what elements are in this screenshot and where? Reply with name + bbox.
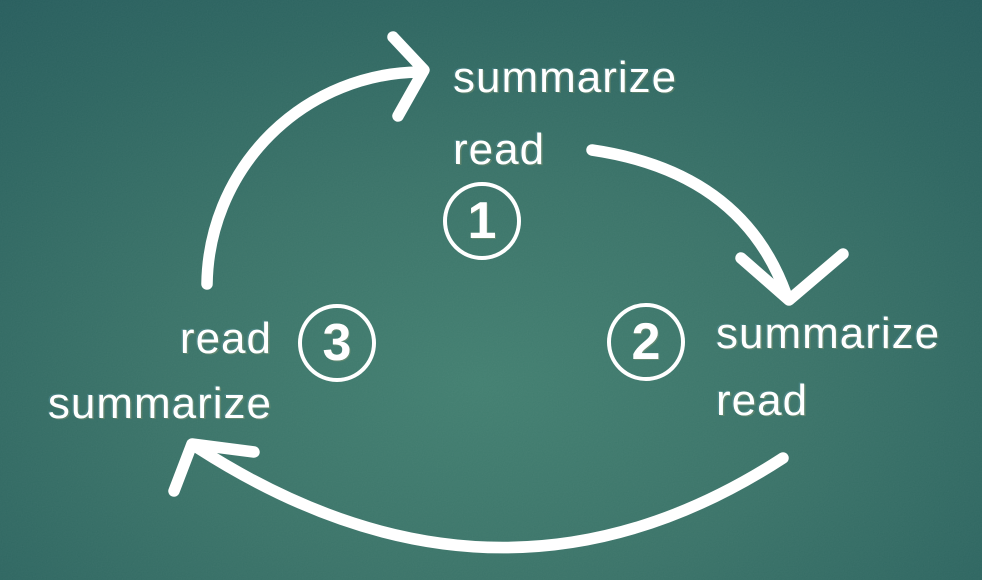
step3-action-2: summarize: [47, 379, 272, 428]
step3-action-1: read: [179, 314, 272, 363]
step2-action-1: summarize: [716, 309, 941, 358]
step3-number: 3: [322, 314, 352, 372]
step1-action-2: read: [453, 125, 546, 174]
step1-labels: summarize read: [453, 42, 677, 186]
step1-number: 1: [467, 192, 497, 250]
step3-labels: read summarize: [48, 306, 272, 436]
step1-action-1: summarize: [453, 53, 678, 102]
step2-number: 2: [631, 313, 661, 371]
arrow-step3-to-step1-icon: [201, 31, 430, 290]
step2-number-badge: 2: [607, 303, 685, 381]
arrow-step1-to-step2-icon: [586, 144, 849, 306]
step2-labels: summarize read: [716, 300, 940, 434]
step2-action-2: read: [716, 376, 809, 425]
step3-number-badge: 3: [298, 304, 376, 382]
step1-number-badge: 1: [443, 182, 521, 260]
arrow-step2-to-step3-icon: [168, 438, 789, 554]
